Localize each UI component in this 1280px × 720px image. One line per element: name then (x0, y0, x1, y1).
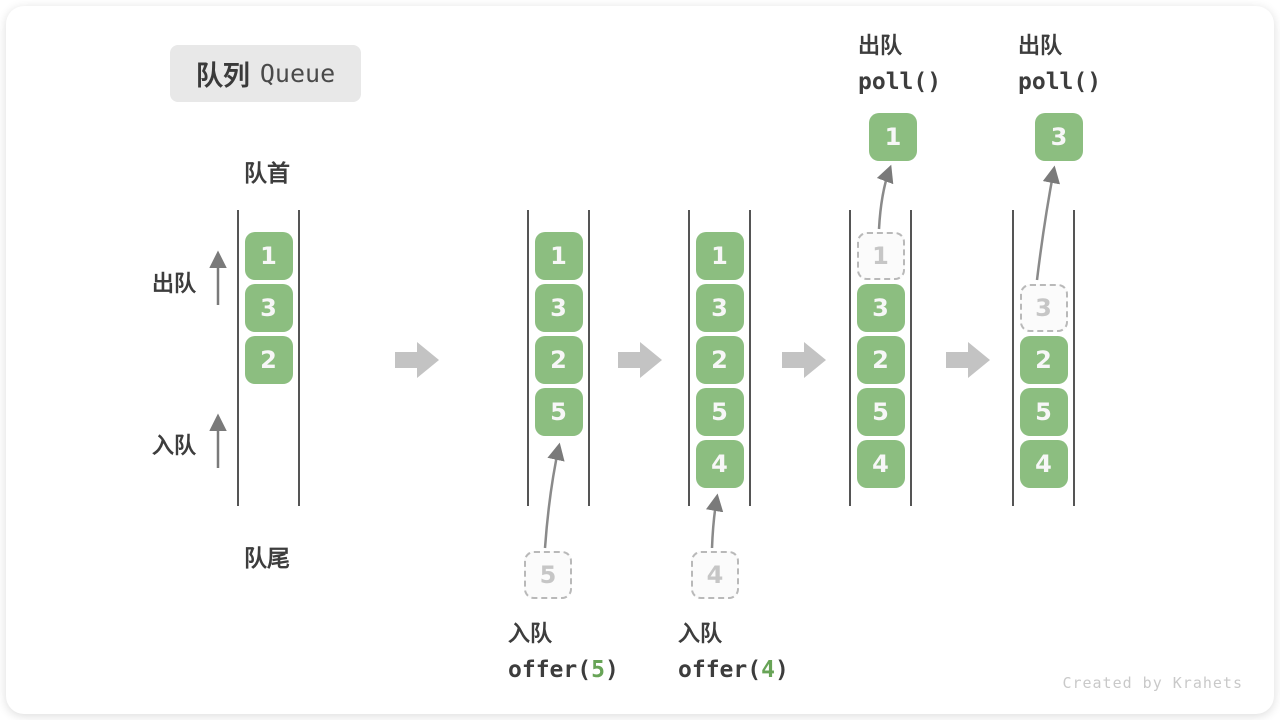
code-arg: 5 (591, 657, 605, 683)
queue-item: 2 (244, 336, 293, 384)
code-close: ) (604, 657, 619, 683)
op-enqueue-5-label: 入队 (508, 621, 553, 646)
incoming-item-4: 4 (691, 551, 739, 599)
queue-item: 4 (1019, 440, 1068, 488)
queue-item-dashed: 1 (856, 232, 905, 280)
queue-slot-empty (1020, 232, 1068, 280)
op-poll-1: 出队 poll() (858, 28, 941, 95)
polled-item-1: 1 (869, 113, 917, 161)
queue-item: 5 (1019, 388, 1068, 436)
transition-arrow-icon (618, 342, 662, 378)
queue-item: 1 (534, 232, 583, 280)
code-arg: 4 (761, 657, 775, 683)
queue-item: 3 (695, 284, 744, 332)
transition-arrow-icon (782, 342, 826, 378)
op-enqueue-5-code: offer(5) (508, 657, 619, 683)
queue-item: 4 (695, 440, 744, 488)
op-poll-1-code: poll() (858, 69, 942, 95)
polled-item-3: 3 (1035, 113, 1083, 161)
op-enqueue-4-code: offer(4) (678, 657, 789, 683)
queue-front-label: 队首 (244, 160, 290, 186)
op-enqueue-4: 入队 offer(4) (678, 616, 789, 683)
queue-item: 2 (695, 336, 744, 384)
transition-arrow-icon (395, 342, 439, 378)
queue-item: 2 (534, 336, 583, 384)
op-enqueue-4-label: 入队 (678, 621, 723, 646)
queue-item: 4 (856, 440, 905, 488)
queue-item: 1 (244, 232, 293, 280)
queue-item: 5 (695, 388, 744, 436)
title-badge: 队列 Queue (170, 45, 361, 102)
enqueue-side-label: 入队 (151, 433, 196, 458)
queue-rear-label: 队尾 (244, 545, 290, 571)
title-en: Queue (259, 59, 336, 88)
title-zh: 队列 (195, 61, 250, 91)
queue-item: 5 (534, 388, 583, 436)
watermark: Created by Krahets (1062, 674, 1243, 692)
queue-item-dashed: 3 (1019, 284, 1068, 332)
queue-item: 3 (534, 284, 583, 332)
code-fn: offer( (508, 657, 592, 683)
queue-item: 2 (1019, 336, 1068, 384)
queue-item: 3 (244, 284, 293, 332)
queue-item: 1 (695, 232, 744, 280)
op-poll-2-code: poll() (1018, 69, 1102, 95)
op-enqueue-5: 入队 offer(5) (508, 616, 619, 683)
op-poll-1-label: 出队 (858, 33, 903, 58)
dequeue-side-label: 出队 (151, 271, 196, 296)
incoming-item-5: 5 (524, 551, 572, 599)
queue-item: 3 (856, 284, 905, 332)
op-poll-2-label: 出队 (1018, 33, 1063, 58)
transition-arrow-icon (946, 342, 990, 378)
code-fn: offer( (678, 657, 762, 683)
code-close: ) (774, 657, 789, 683)
queue-item: 2 (856, 336, 905, 384)
op-poll-2: 出队 poll() (1018, 28, 1101, 95)
queue-item: 5 (856, 388, 905, 436)
